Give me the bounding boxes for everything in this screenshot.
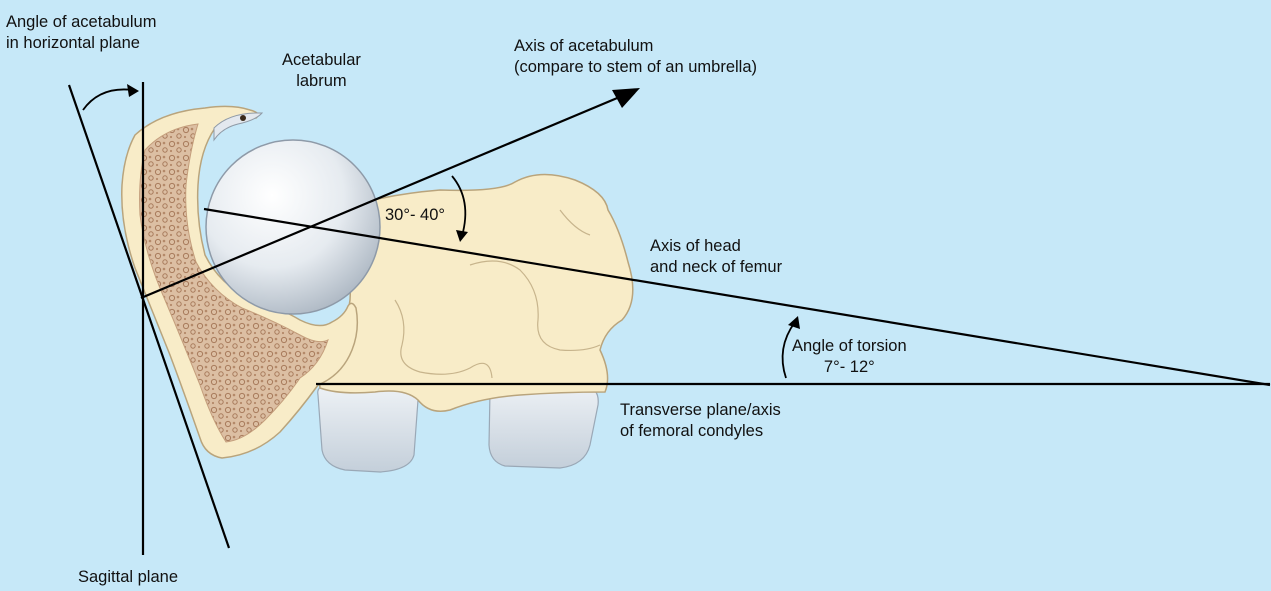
femoral-head (206, 140, 380, 314)
axis-acetabulum-line2: (compare to stem of an umbrella) (514, 57, 757, 78)
axis-acetabulum-line1: Axis of acetabulum (514, 36, 757, 57)
acetabulum-angle-arrow (83, 89, 133, 110)
transverse-plane-line1: Transverse plane/axis (620, 400, 781, 421)
transverse-plane-line2: of femoral condyles (620, 421, 781, 442)
axis-head-neck-line1: Axis of head (650, 236, 782, 257)
angle-acetabulum-line1: Angle of acetabulum (6, 12, 156, 33)
angle-acetabulum-label: Angle of acetabulum in horizontal plane (6, 12, 156, 54)
axis-head-neck-line2: and neck of femur (650, 257, 782, 278)
transverse-plane-label: Transverse plane/axis of femoral condyle… (620, 400, 781, 442)
axis-acetabulum-label: Axis of acetabulum (compare to stem of a… (514, 36, 757, 78)
axis-head-neck-label: Axis of head and neck of femur (650, 236, 782, 278)
angle-acetabulum-line2: in horizontal plane (6, 33, 156, 54)
acetabular-labrum-label: Acetabular labrum (282, 50, 361, 92)
sagittal-plane-label: Sagittal plane (78, 567, 178, 588)
angle-30-40-label: 30°- 40° (385, 205, 445, 226)
acetabular-labrum-line2: labrum (282, 71, 361, 92)
labrum-pointer-dot (240, 115, 246, 121)
acetabular-labrum-line1: Acetabular (282, 50, 361, 71)
angle-torsion-line1: Angle of torsion (792, 336, 907, 357)
angle-torsion-label: Angle of torsion 7°- 12° (792, 336, 907, 378)
angle-torsion-line2: 7°- 12° (792, 357, 907, 378)
